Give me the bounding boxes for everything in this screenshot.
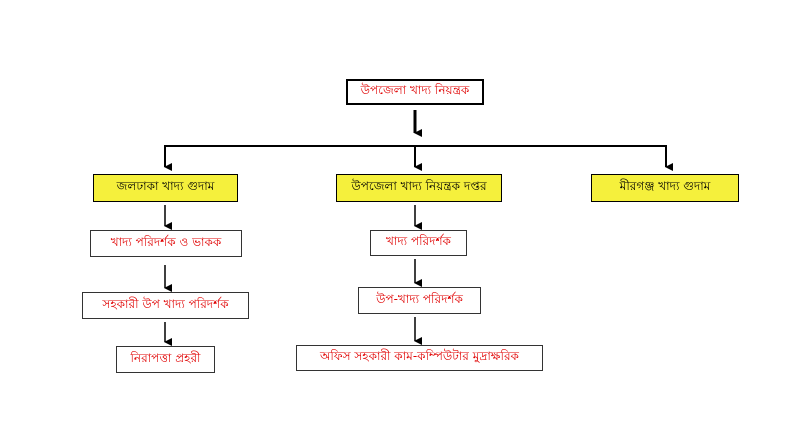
root-node: উপজেলা খাদ্য নিয়ন্ত্রক	[346, 79, 484, 105]
branch-node-jaldhaka: জলঢাকা খাদ্য গুদাম	[93, 174, 238, 202]
child-node: নিরাপত্তা প্রহরী	[116, 346, 215, 373]
child-node: খাদ্য পরিদর্শক ও ভাকক	[90, 230, 242, 257]
child-node: সহকারী উপ খাদ্য পরিদর্শক	[82, 292, 249, 319]
child-node: খাদ্য পরিদর্শক	[370, 230, 467, 256]
branch-node-mirganj: মীরগঞ্জ খাদ্য গুদাম	[591, 174, 739, 202]
child-node: উপ-খাদ্য পরিদর্শক	[358, 287, 481, 314]
branch-node-office: উপজেলা খাদ্য নিয়ন্ত্রক দপ্তর	[336, 174, 502, 202]
child-node: অফিস সহকারী কাম-কম্পিউটার মুদ্রাক্ষরিক	[296, 345, 543, 371]
